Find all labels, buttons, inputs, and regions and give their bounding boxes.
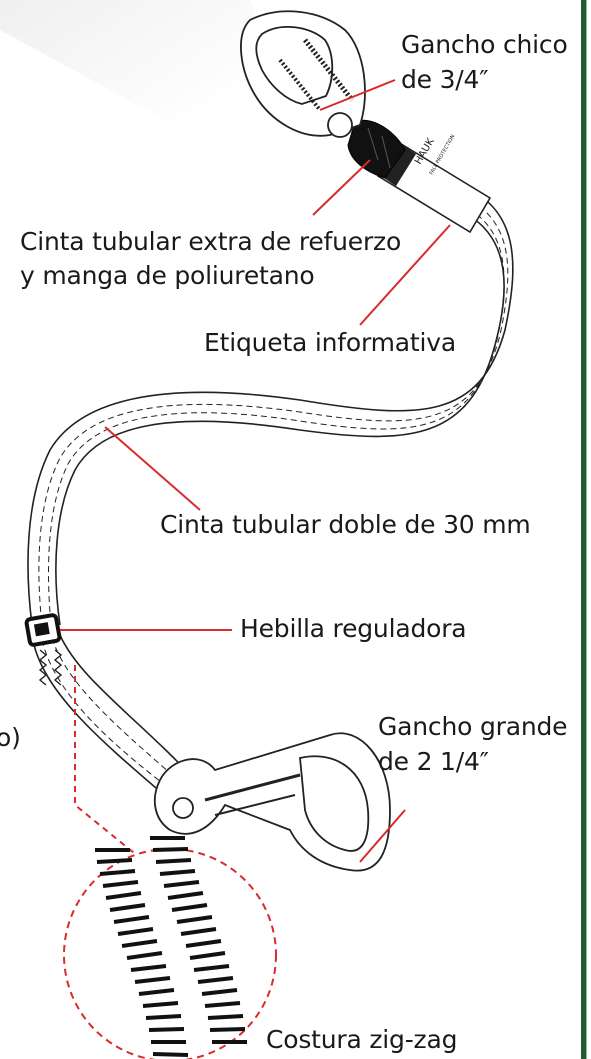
zigzag-detail-circle <box>63 836 277 1059</box>
label-stitching: Costura zig-zag <box>266 1025 458 1054</box>
leader-big-hook <box>359 809 406 863</box>
label-double-strap: Cinta tubular doble de 30 mm <box>160 510 531 539</box>
leader-sleeve <box>312 159 371 216</box>
label-small-hook-line2: de 3/4″ <box>401 65 489 94</box>
zigzag-stitch-band-1 <box>95 848 189 1057</box>
tag-brand-text: HAUK <box>413 136 437 166</box>
leader-double-strap <box>104 426 201 511</box>
webbing-strap <box>27 179 514 801</box>
side-border-inner <box>586 0 591 1059</box>
snap-hook-large-icon <box>153 732 391 872</box>
label-reinforcement-line1: Cinta tubular extra de refuerzo <box>20 227 402 256</box>
leader-small-hook <box>319 79 396 111</box>
leader-stitching-detail <box>74 665 156 871</box>
adjuster-buckle-icon <box>24 613 62 647</box>
info-tag: HAUK FALL PROTECTION <box>376 134 492 234</box>
label-small-hook-line1: Gancho chico <box>401 30 568 59</box>
label-big-hook-line2: de 2 1/4″ <box>378 747 489 776</box>
label-cut-text: o) <box>0 723 21 752</box>
leader-lines <box>60 79 451 871</box>
label-info-tag: Etiqueta informativa <box>204 328 456 357</box>
side-border <box>581 0 586 1059</box>
label-big-hook-line1: Gancho grande <box>378 712 568 741</box>
label-buckle: Hebilla reguladora <box>240 614 467 643</box>
polyurethane-sleeve <box>347 119 406 179</box>
label-reinforcement-line2: y manga de poliuretano <box>20 261 315 290</box>
leader-info-tag <box>359 224 451 326</box>
zigzag-stitch-band-2 <box>150 836 247 1044</box>
